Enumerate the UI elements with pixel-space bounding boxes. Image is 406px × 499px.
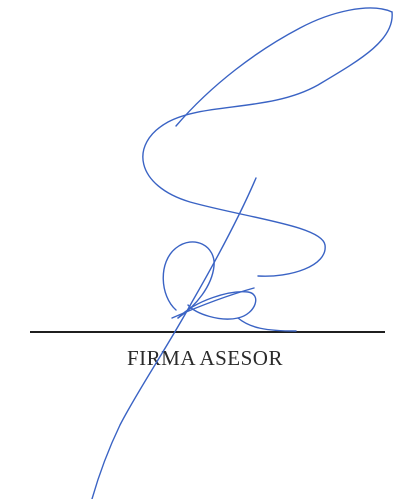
signature-caption: FIRMA ASESOR: [127, 346, 283, 370]
signature-line: [30, 331, 385, 333]
